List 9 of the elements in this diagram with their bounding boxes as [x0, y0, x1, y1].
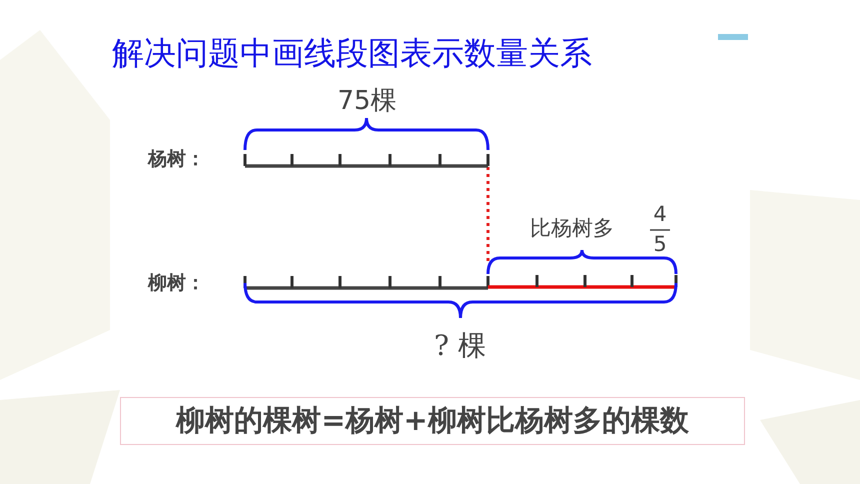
formula-box: 柳树的棵树=杨树+柳树比杨树多的棵数 [120, 397, 745, 445]
quantity-label: ? 棵 [434, 332, 486, 360]
row-label: 杨树： [148, 150, 205, 169]
fraction-denominator: 5 [653, 234, 667, 255]
quantity-label: 75棵 [337, 88, 397, 114]
fraction-numerator: 4 [653, 204, 667, 225]
title: 解决问题中画线段图表示数量关系 [112, 37, 592, 69]
quantity-label: 比杨树多 [530, 218, 614, 239]
row-label: 柳树： [148, 274, 205, 293]
